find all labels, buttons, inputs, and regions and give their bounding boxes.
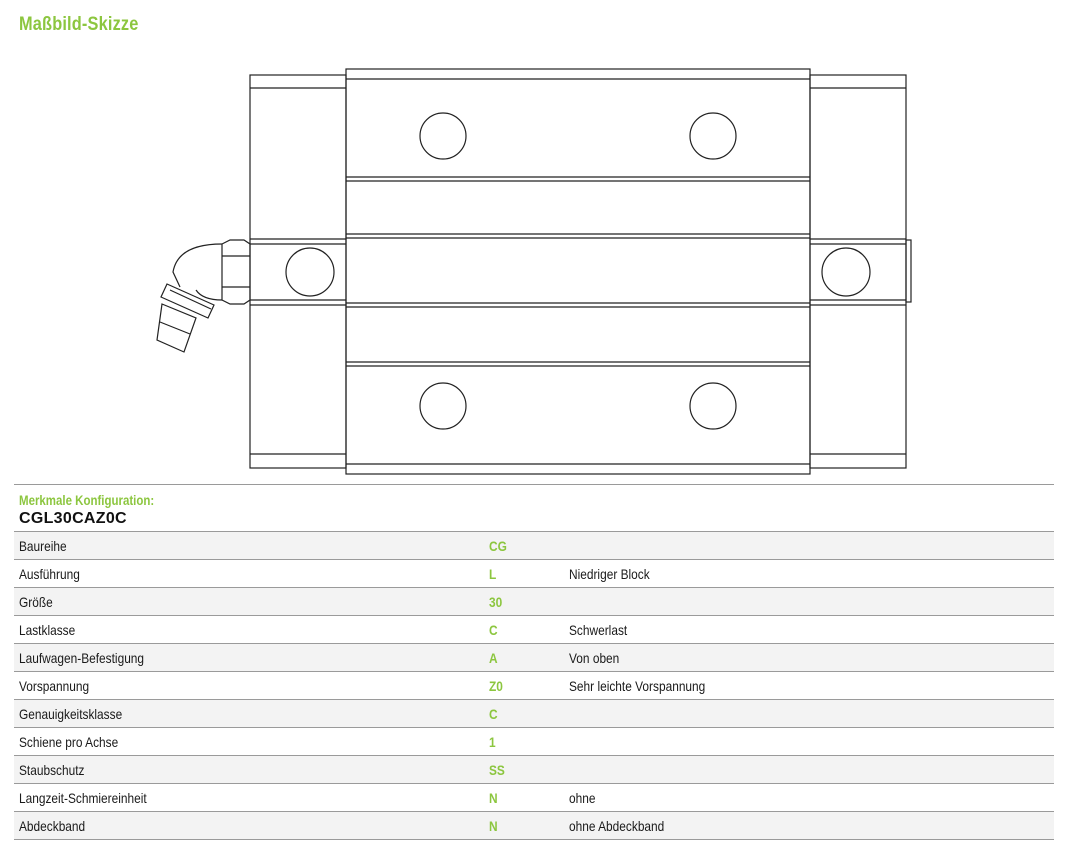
dimension-sketch	[156, 68, 912, 475]
end-hole	[821, 247, 871, 297]
row-description: ohne Abdeckband	[569, 818, 665, 834]
row-code: SS	[489, 762, 505, 778]
configuration-table: Merkmale Konfiguration: CGL30CAZ0C Baure…	[14, 484, 1054, 840]
row-description: Niedriger Block	[569, 566, 650, 582]
configuration-code: CGL30CAZ0C	[19, 510, 127, 527]
table-row: Baureihe CG	[14, 532, 1054, 560]
row-code: N	[489, 818, 498, 834]
right-end-seal	[809, 74, 907, 469]
mounting-hole	[689, 382, 737, 430]
row-label: Staubschutz	[19, 762, 85, 778]
section-title: Maßbild-Skizze	[19, 14, 139, 35]
table-row: Lastklasse C Schwerlast	[14, 616, 1054, 644]
table-row: Ausführung L Niedriger Block	[14, 560, 1054, 588]
row-code: CG	[489, 538, 507, 554]
row-label: Größe	[19, 594, 53, 610]
row-code: L	[489, 566, 497, 582]
row-label: Abdeckband	[19, 818, 86, 834]
mounting-hole	[419, 112, 467, 160]
row-code: C	[489, 622, 498, 638]
row-label: Ausführung	[19, 566, 80, 582]
end-hole	[285, 247, 335, 297]
row-code: 30	[489, 594, 503, 610]
row-label: Laufwagen-Befestigung	[19, 650, 145, 666]
grease-nipple	[156, 239, 251, 353]
row-label: Schiene pro Achse	[19, 734, 119, 750]
row-code: C	[489, 706, 498, 722]
table-row: Schiene pro Achse 1	[14, 728, 1054, 756]
mounting-hole	[419, 382, 467, 430]
row-label: Baureihe	[19, 538, 67, 554]
configuration-subtitle: Merkmale Konfiguration:	[19, 492, 155, 508]
row-description: ohne	[569, 790, 596, 806]
left-end-seal	[249, 74, 347, 469]
row-label: Genauigkeitsklasse	[19, 706, 123, 722]
row-label: Langzeit-Schmiereinheit	[19, 790, 147, 806]
configuration-header: Merkmale Konfiguration: CGL30CAZ0C	[14, 485, 1054, 532]
row-label: Lastklasse	[19, 622, 76, 638]
carriage-body	[345, 68, 811, 475]
row-description: Von oben	[569, 650, 620, 666]
row-description: Schwerlast	[569, 622, 628, 638]
row-code: A	[489, 650, 498, 666]
table-row: Größe 30	[14, 588, 1054, 616]
mounting-hole	[689, 112, 737, 160]
table-row: Staubschutz SS	[14, 756, 1054, 784]
row-label: Vorspannung	[19, 678, 90, 694]
table-row: Vorspannung Z0 Sehr leichte Vorspannung	[14, 672, 1054, 700]
table-row: Laufwagen-Befestigung A Von oben	[14, 644, 1054, 672]
row-code: 1	[489, 734, 496, 750]
table-row: Genauigkeitsklasse C	[14, 700, 1054, 728]
configuration-rows: Baureihe CG Ausführung L Niedriger Block Gr…	[14, 532, 1054, 840]
row-description: Sehr leichte Vorspannung	[569, 678, 706, 694]
row-code: Z0	[489, 678, 503, 694]
row-code: N	[489, 790, 498, 806]
